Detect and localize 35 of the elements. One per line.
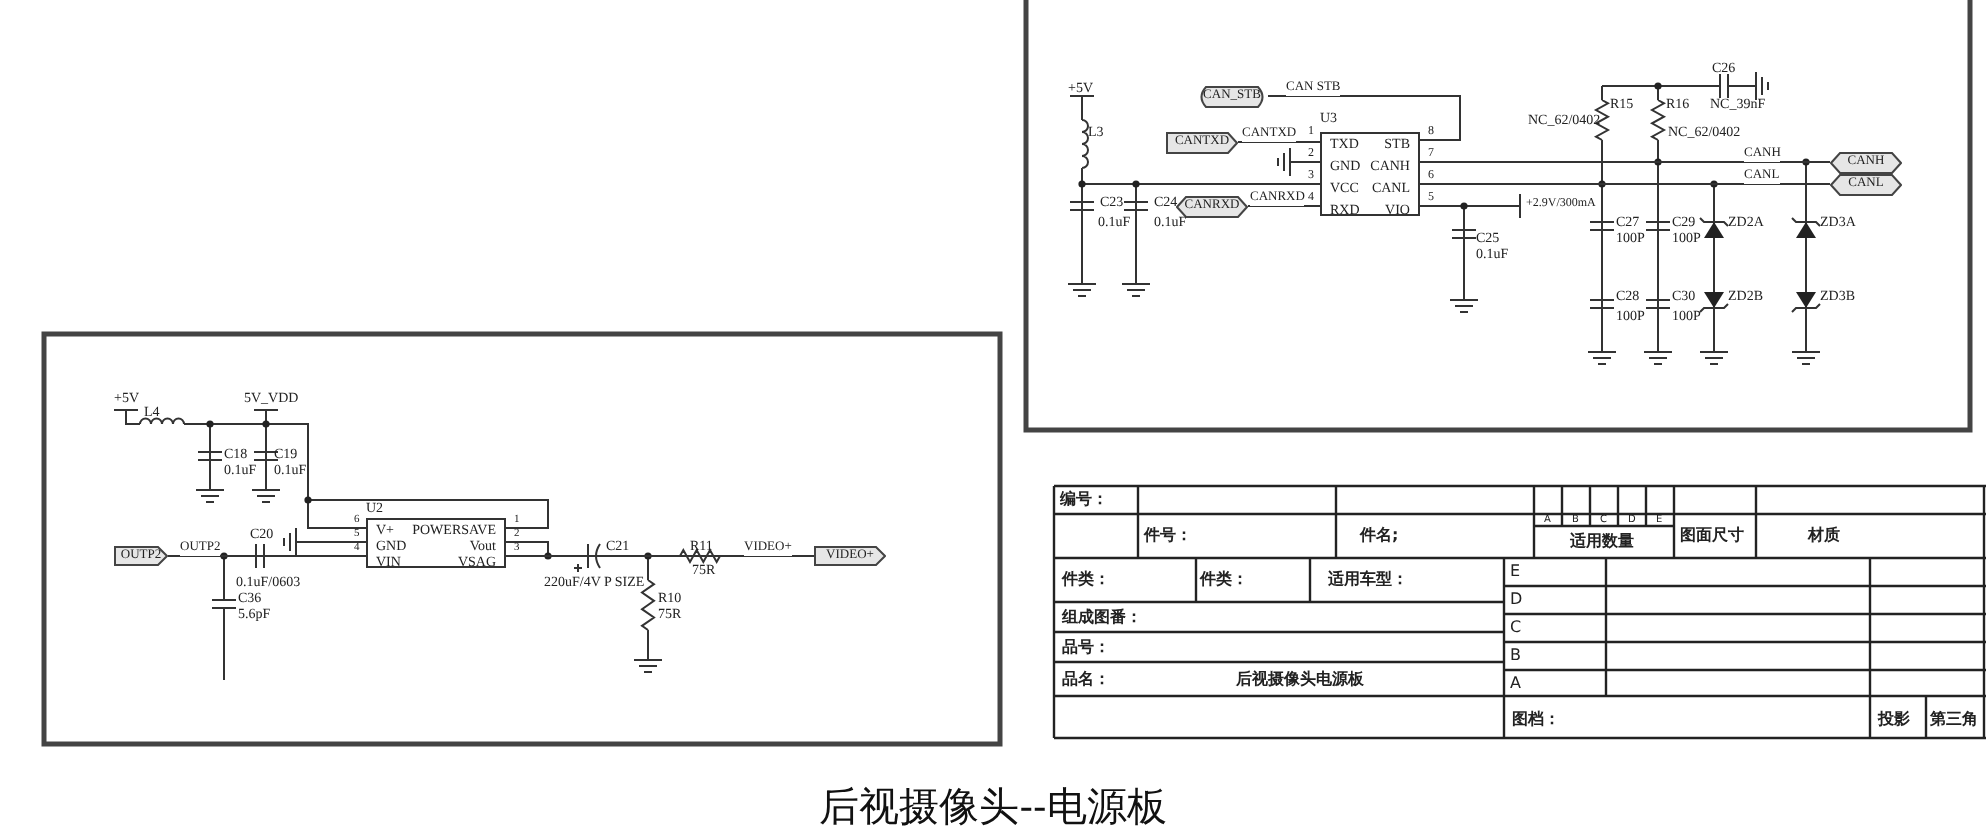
table-label: 件类： [1200,572,1248,588]
table-label: C [1510,620,1522,636]
port-connector [1196,86,1268,108]
table-label: 适用车型： [1328,572,1408,588]
table-label: 件号： [1144,528,1192,544]
table-label: B [1510,648,1521,664]
table-label: A [1510,676,1521,692]
table-label: 组成图番： [1062,610,1142,626]
table-label: 图档： [1512,712,1560,728]
table-label: 编号： [1060,492,1108,508]
port-connector [814,546,886,566]
table-label: 材质 [1808,528,1840,544]
port-connector [1830,152,1902,174]
caption: 后视摄像头--电源板 [819,782,1167,830]
table-label: 适用数量 [1570,534,1634,550]
port-connector [1176,196,1248,218]
port-connector [1830,174,1902,196]
port-connector [1166,132,1238,154]
table-label: 件名; [1360,528,1399,544]
wire [1247,205,1321,207]
table-label: E [1510,564,1521,580]
table-label: 第三角 [1930,712,1978,728]
wire [1267,95,1461,141]
table-label: 品号： [1062,640,1110,656]
table-label: 后视摄像头电源板 [1236,672,1364,688]
table-label: 图面尺寸 [1680,528,1744,544]
wire [1419,183,1831,185]
table-label: 件类： [1062,572,1110,588]
wire [167,555,367,557]
table-label: 投影 [1878,712,1910,728]
table-label: 品名： [1062,672,1110,688]
wire [505,555,815,557]
wire [1419,161,1831,163]
wire [1237,141,1321,143]
table-label: D [1510,592,1523,608]
